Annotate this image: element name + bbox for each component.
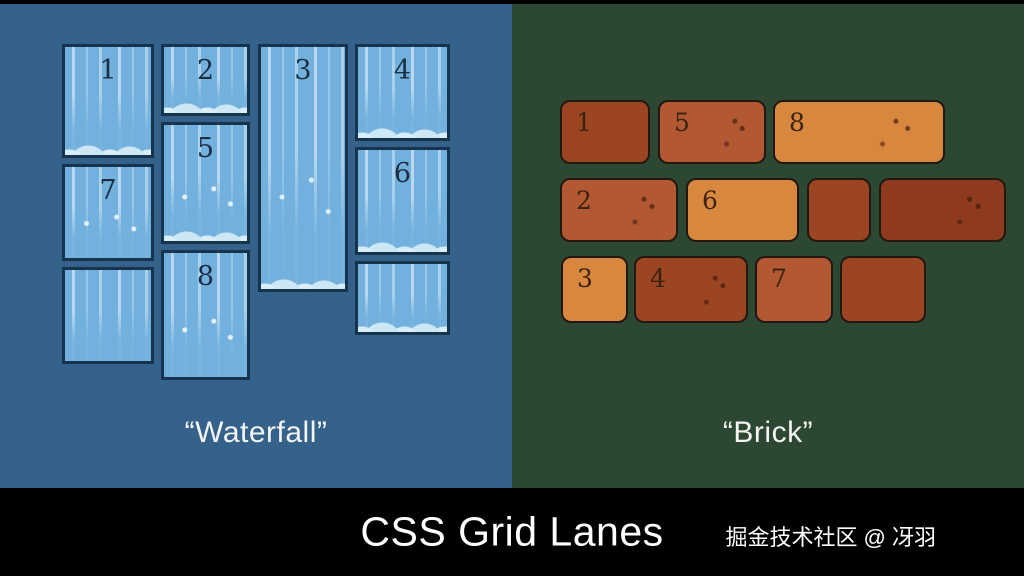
brick-tile: 1: [560, 100, 650, 164]
credit-text: 掘金技术社区 @ 冴羽: [725, 524, 936, 550]
tile-number: 5: [196, 133, 215, 164]
tile-number: 4: [393, 55, 412, 86]
brick-tile: [807, 178, 871, 242]
waterfall-panel: 1 2 3 4 5 6 7 8 “Waterfall”: [0, 4, 512, 488]
brick-number: [881, 180, 1004, 186]
waterfall-tile: 6: [355, 147, 450, 255]
brick-tile: 6: [686, 178, 799, 242]
brick-number: 6: [702, 186, 718, 215]
tile-number: 7: [99, 175, 117, 206]
tile-number: [358, 264, 447, 272]
brick-number: 4: [650, 264, 666, 293]
waterfall-tile: 1: [62, 44, 154, 158]
waterfall-tile: [355, 261, 450, 335]
brick-tile: 2: [560, 178, 678, 242]
brick-number: [809, 180, 869, 186]
brick-tile: [879, 178, 1006, 242]
waterfall-tile: 7: [62, 164, 154, 261]
brick-tile: 8: [773, 100, 945, 164]
waterfall-tile: 2: [161, 44, 250, 116]
brick-panel: 1 5 8 2 6 3 4 7 “: [512, 4, 1024, 488]
waterfall-title: “Waterfall”: [184, 416, 328, 449]
footer-bar: CSS Grid Lanes 掘金技术社区 @ 冴羽: [0, 488, 1024, 576]
waterfall-tile: 4: [355, 44, 450, 141]
brick-number: 3: [577, 264, 593, 293]
brick-tile: 4: [634, 256, 748, 323]
brick-number: [842, 258, 924, 264]
brick-tile: 5: [658, 100, 766, 164]
waterfall-tile: 8: [161, 250, 250, 380]
brick-number: 7: [771, 264, 787, 293]
brick-tile: 3: [561, 256, 628, 323]
brick-tile: [840, 256, 926, 323]
brick-number: 8: [789, 108, 805, 137]
waterfall-tile: 3: [258, 44, 348, 292]
top-border: [0, 0, 1024, 4]
waterfall-tile: 5: [161, 122, 250, 244]
tile-number: 8: [196, 261, 215, 292]
page-title: CSS Grid Lanes: [360, 508, 664, 555]
tile-number: 2: [196, 55, 215, 86]
tile-number: 6: [393, 158, 412, 189]
waterfall-tile: [62, 267, 154, 364]
tile-number: 1: [99, 55, 117, 86]
brick-number: 5: [674, 108, 690, 137]
brick-title: “Brick”: [722, 416, 814, 449]
brick-tile: 7: [755, 256, 833, 323]
brick-number: 1: [576, 108, 592, 137]
tile-number: 3: [294, 55, 312, 86]
brick-number: 2: [576, 186, 592, 215]
tile-number: [65, 270, 151, 278]
